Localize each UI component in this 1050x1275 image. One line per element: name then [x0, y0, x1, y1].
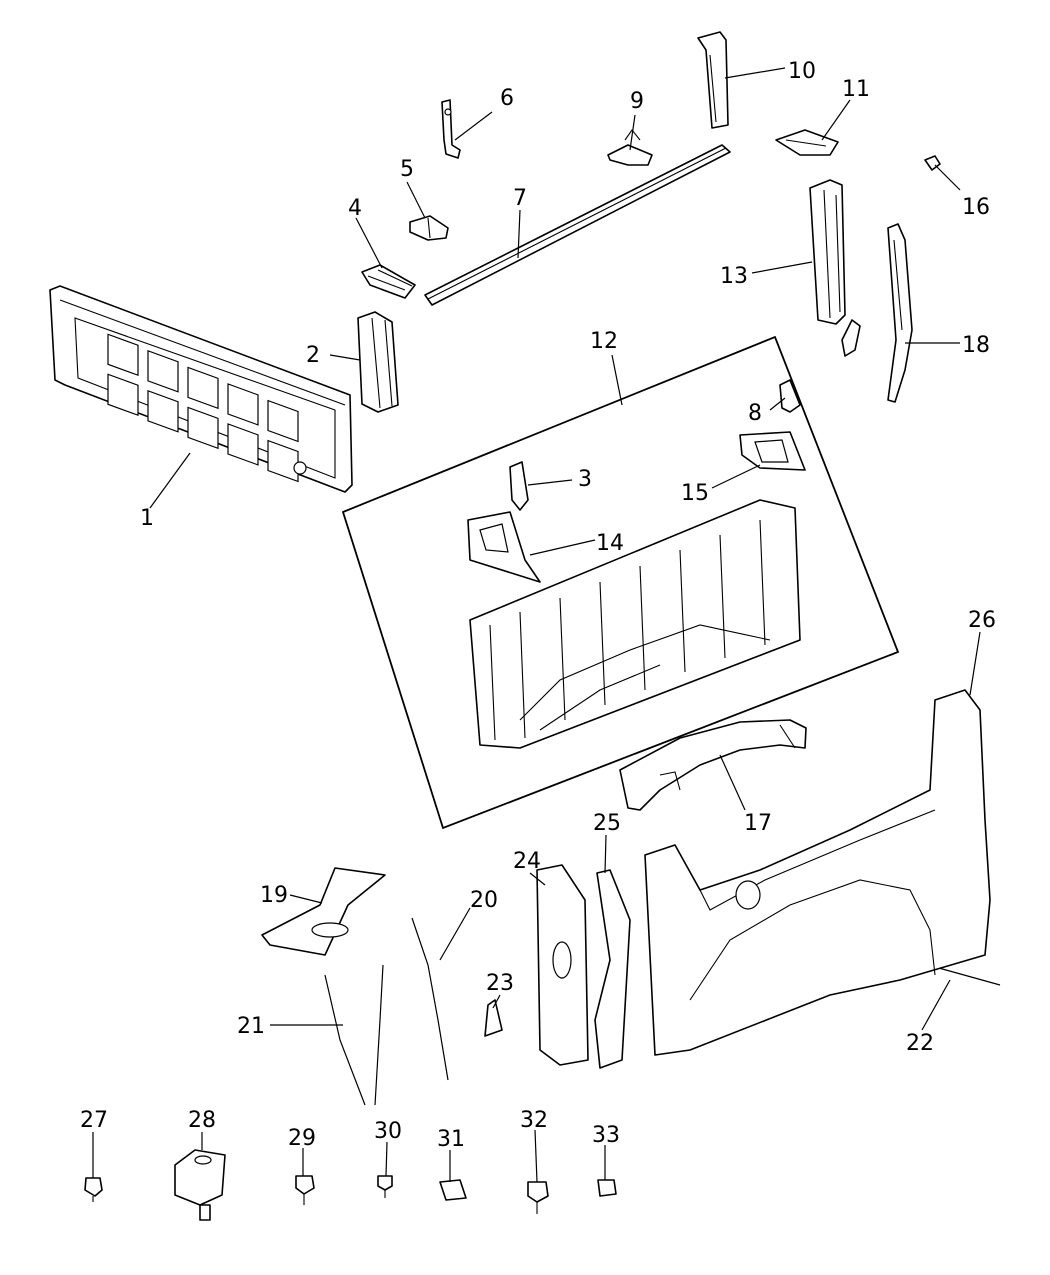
- part-10-post: [697, 31, 729, 129]
- part-33-nut: [597, 1179, 617, 1197]
- box-assembly-body: [469, 499, 801, 749]
- callout-15: 15: [681, 481, 709, 506]
- part-27-bolt: [84, 1177, 103, 1202]
- callout-1: 1: [140, 506, 154, 531]
- callout-33: 33: [592, 1123, 620, 1148]
- callout-11: 11: [842, 77, 870, 102]
- part-6-hinge-bracket: [441, 99, 461, 159]
- callout-23: 23: [486, 971, 514, 996]
- callout-13: 13: [720, 264, 748, 289]
- callout-14: 14: [596, 531, 624, 556]
- callout-29: 29: [288, 1126, 316, 1151]
- callout-27: 27: [80, 1108, 108, 1133]
- callout-25: 25: [593, 811, 621, 836]
- callout-20: 20: [470, 888, 498, 913]
- leader-lines: [92, 67, 981, 1183]
- part-12-box-assembly-frame: [341, 335, 900, 830]
- part-13-side-pillar: [809, 179, 846, 325]
- part-14-panel: [467, 511, 541, 583]
- part-9-bracket: [607, 129, 653, 166]
- callout-26: 26: [968, 608, 996, 633]
- callout-6: 6: [500, 86, 514, 111]
- callout-18: 18: [962, 333, 990, 358]
- part-25-bracket: [594, 869, 631, 1069]
- callout-30: 30: [374, 1119, 402, 1144]
- callout-labels: 1 2 3 4 5 6 7 8 9 10 11 12 13 14 15 16 1…: [80, 59, 996, 1152]
- part-32-bolt: [527, 1181, 549, 1214]
- callout-9: 9: [630, 89, 644, 114]
- part-24-panel: [536, 864, 589, 1066]
- callout-2: 2: [306, 343, 320, 368]
- part-21-rods: [324, 964, 384, 1106]
- part-28-bumper: [174, 1149, 226, 1221]
- callout-3: 3: [578, 467, 592, 492]
- part-20-rod: [411, 917, 449, 1081]
- part-19-crossmember: [261, 867, 386, 956]
- part-26-side-panel: [644, 689, 991, 1056]
- part-3-bracket: [509, 461, 529, 511]
- callout-5: 5: [400, 157, 414, 182]
- part-8-bracket: [779, 379, 801, 413]
- callout-19: 19: [260, 883, 288, 908]
- callout-28: 28: [188, 1108, 216, 1133]
- part-18-rear-pillar: [887, 223, 913, 403]
- part-31-nut: [439, 1179, 467, 1201]
- part-small-bracket: [841, 319, 861, 357]
- part-2-front-pillar: [357, 311, 399, 413]
- callout-21: 21: [237, 1014, 265, 1039]
- part-11-bracket: [775, 129, 839, 156]
- part-5-clip: [409, 215, 449, 241]
- callout-24: 24: [513, 849, 541, 874]
- callout-32: 32: [520, 1108, 548, 1133]
- callout-22: 22: [906, 1031, 934, 1056]
- callout-16: 16: [962, 195, 990, 220]
- callout-17: 17: [744, 811, 772, 836]
- callout-12: 12: [590, 329, 618, 354]
- part-17-wheelhouse: [619, 719, 807, 811]
- part-29-bolt: [295, 1175, 315, 1205]
- callout-10: 10: [788, 59, 816, 84]
- part-1-front-panel: [49, 285, 353, 493]
- callout-7: 7: [513, 186, 527, 211]
- part-23-clip: [484, 999, 503, 1037]
- part-4-bracket: [361, 264, 416, 299]
- callout-8: 8: [748, 401, 762, 426]
- part-15-panel: [739, 431, 806, 471]
- part-30-bolt: [377, 1175, 393, 1198]
- callout-31: 31: [437, 1127, 465, 1152]
- part-7-cross-rail: [424, 144, 731, 306]
- callout-4: 4: [348, 196, 362, 221]
